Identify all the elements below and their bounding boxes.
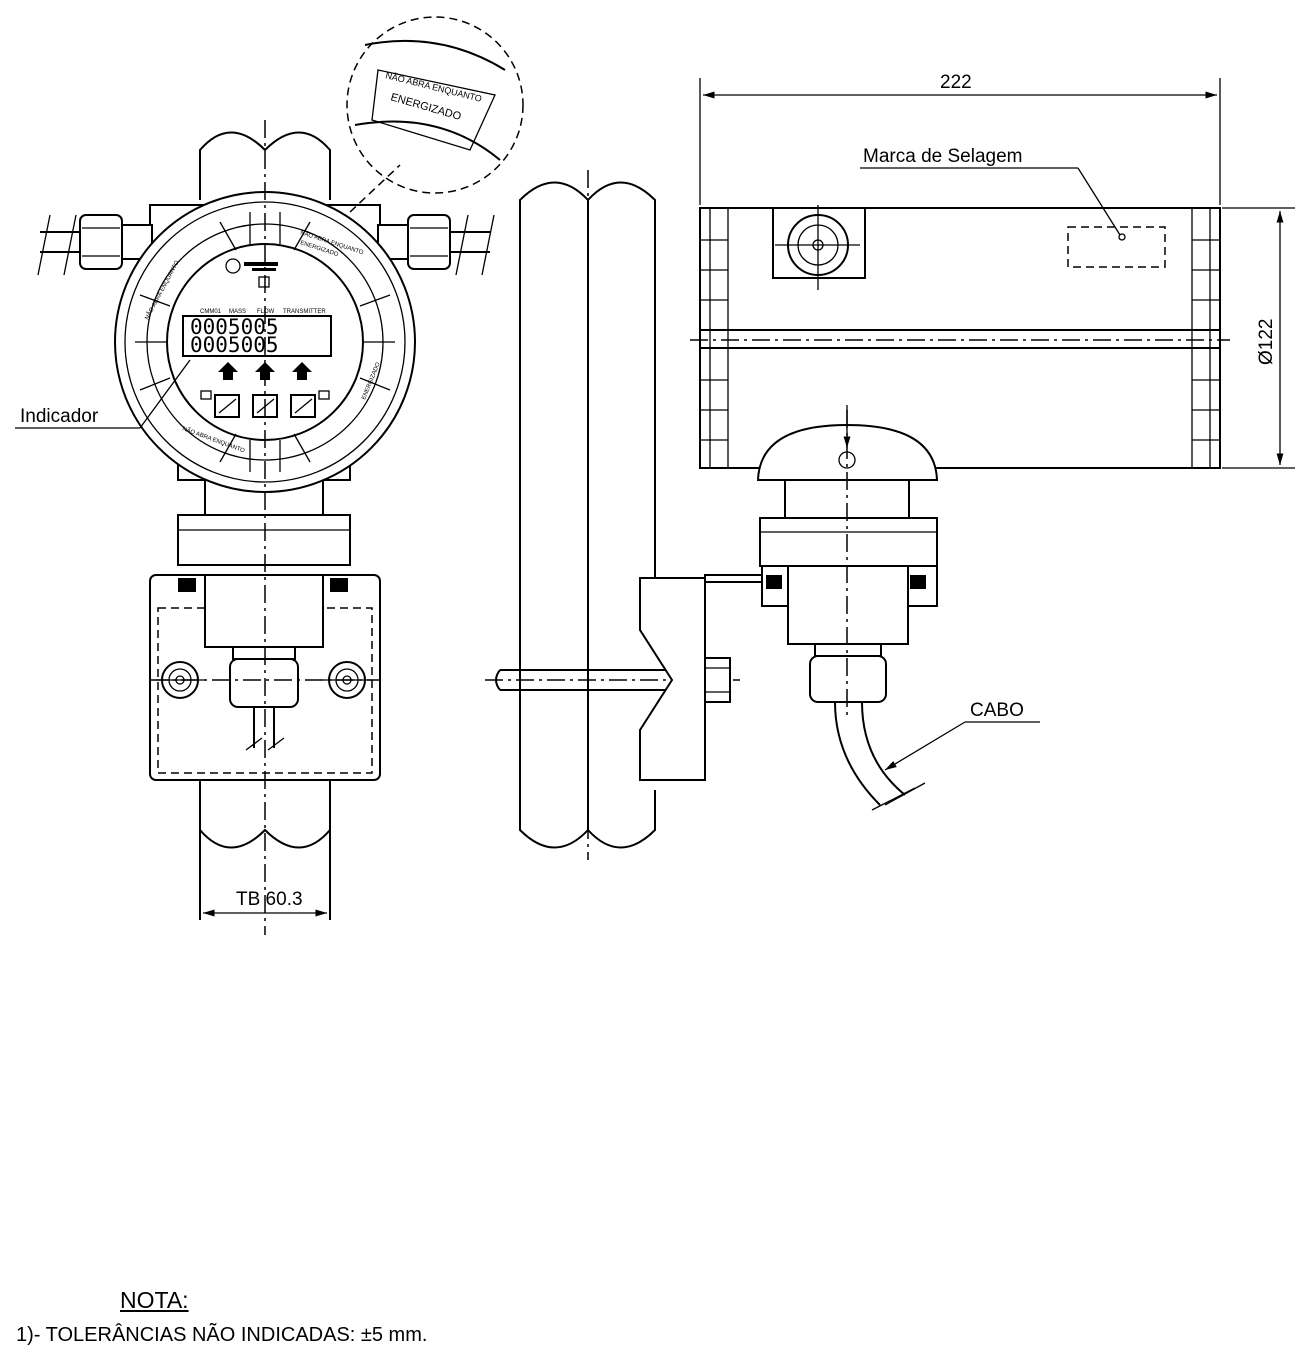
length-dimension-label: 222 <box>940 72 972 93</box>
note-title: NOTA: <box>120 1287 189 1313</box>
note-item: 1)- TOLERÂNCIAS NÃO INDICADAS: ±5 mm. <box>16 1324 428 1346</box>
diameter-dimension-label: Ø122 <box>1256 319 1277 365</box>
seal-mark-label: Marca de Selagem <box>863 146 1022 167</box>
front-view: NÃO ABRA ENQUANTO ENERGIZADO NÃO ABRA EN… <box>15 16 524 935</box>
cable-label: CABO <box>970 700 1024 721</box>
lcd-header-1: CMM01 <box>200 309 222 315</box>
left-gland <box>37 214 153 276</box>
lcd-line-1: 0005005 <box>190 315 279 339</box>
pipe-size-label: TB 60.3 <box>236 889 303 910</box>
lcd-header-3: FLOW <box>257 309 275 315</box>
lcd-header-4: TRANSMITTER <box>283 309 326 315</box>
up-arrow-icon <box>218 362 238 380</box>
indicator-label: Indicador <box>20 406 99 427</box>
mounting-pipe <box>485 170 771 860</box>
up-arrow-icon <box>292 362 312 380</box>
lcd-line-2: 0005005 <box>190 333 279 357</box>
lcd-header-2: MASS <box>229 309 246 315</box>
detail-circle <box>346 16 524 194</box>
seal-mark-area <box>1067 226 1166 268</box>
side-view: Marca de Selagem CABO 222 Ø12 <box>690 72 1295 811</box>
